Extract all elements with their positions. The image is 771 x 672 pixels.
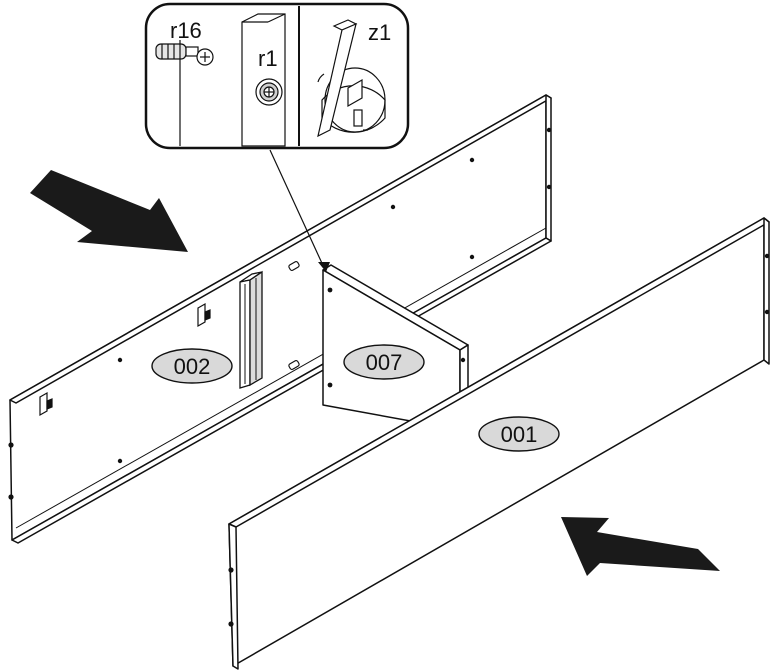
panel-007-holes [327,287,466,388]
panel-001-right-edge [763,217,770,365]
hole [390,204,396,210]
label-001-text: 001 [501,422,538,447]
hole [8,494,14,500]
hole [546,184,552,190]
panel-001-left-edge [228,523,239,670]
label-002-text: 002 [174,354,211,379]
callout-leader-line [269,149,327,273]
hole [327,382,333,388]
label-002: 002 [151,348,233,384]
label-007-badge [343,344,425,380]
label-001-badge [478,416,560,452]
label-007-text: 007 [366,350,403,375]
hole [327,287,333,293]
cam-lock-r1-icon [255,78,283,106]
cam-fitting-group [39,302,211,417]
arrow-top-left [30,170,188,252]
arrow-bottom-right [561,517,720,576]
cam-fitting [39,391,53,417]
hardware-callout: r16 r1 z1 [144,2,410,150]
hole [764,309,770,315]
hole [764,253,770,259]
hole [228,567,234,573]
panel-001-holes [228,253,770,627]
hole [469,157,475,163]
connector-r16-icon [155,43,214,66]
callout-label-z1: z1 [368,20,391,45]
hole [117,458,123,464]
dowel [288,360,300,370]
dowel [288,261,300,271]
callout-label-r16: r16 [170,18,202,43]
callout-leader-arrowhead [318,262,330,272]
hole [546,127,552,133]
hole [117,357,123,363]
panel-002-holes [8,127,552,500]
label-002-badge [151,348,233,384]
cam-bolt-z1-icon [317,19,386,138]
hole [460,357,466,363]
cam-fitting [197,302,211,328]
dowels [288,261,300,370]
callout-label-r1: r1 [258,46,278,71]
hole [469,254,475,260]
rail-piece [239,270,263,389]
panel-002-groove [15,227,547,529]
label-001: 001 [478,416,560,452]
panel-002-right-edge [545,94,552,242]
hole [8,442,14,448]
label-007: 007 [343,344,425,380]
hole [228,621,234,627]
